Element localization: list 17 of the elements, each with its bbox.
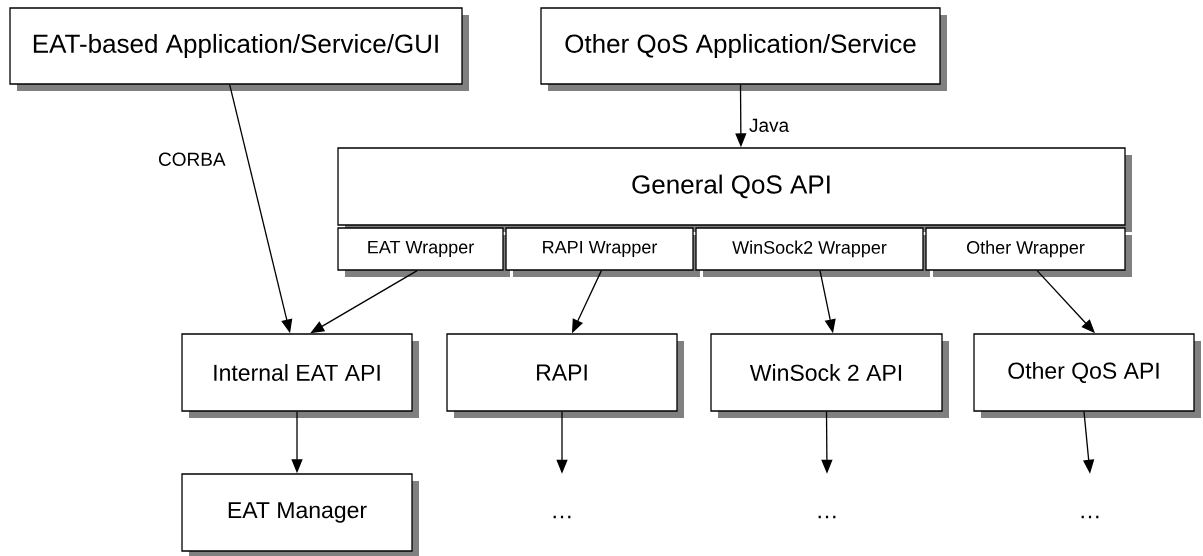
api-box: WinSock 2 API <box>710 333 949 418</box>
application-box: Other QoS Application/Service <box>540 7 947 91</box>
application-box: EAT-based Application/Service/GUI <box>9 7 469 91</box>
ellipsis-text: … <box>818 515 836 519</box>
manager-box: EAT Manager <box>181 473 419 556</box>
api-box: Internal EAT API <box>181 333 419 418</box>
edge-label: CORBA <box>156 150 228 168</box>
wrapper-box: WinSock2 Wrapper <box>695 227 930 277</box>
wrapper-box: Other Wrapper <box>925 227 1132 277</box>
api-box: Other QoS API <box>973 333 1201 418</box>
wrapper-box: RAPI Wrapper <box>505 227 700 277</box>
wrapper-box: EAT Wrapper <box>337 227 510 277</box>
edge-label: Java <box>747 116 792 134</box>
api-box: RAPI <box>446 333 684 418</box>
ellipsis-text: … <box>553 515 571 519</box>
ellipsis-text: … <box>1081 515 1099 519</box>
api-box: General QoS API <box>337 147 1132 232</box>
